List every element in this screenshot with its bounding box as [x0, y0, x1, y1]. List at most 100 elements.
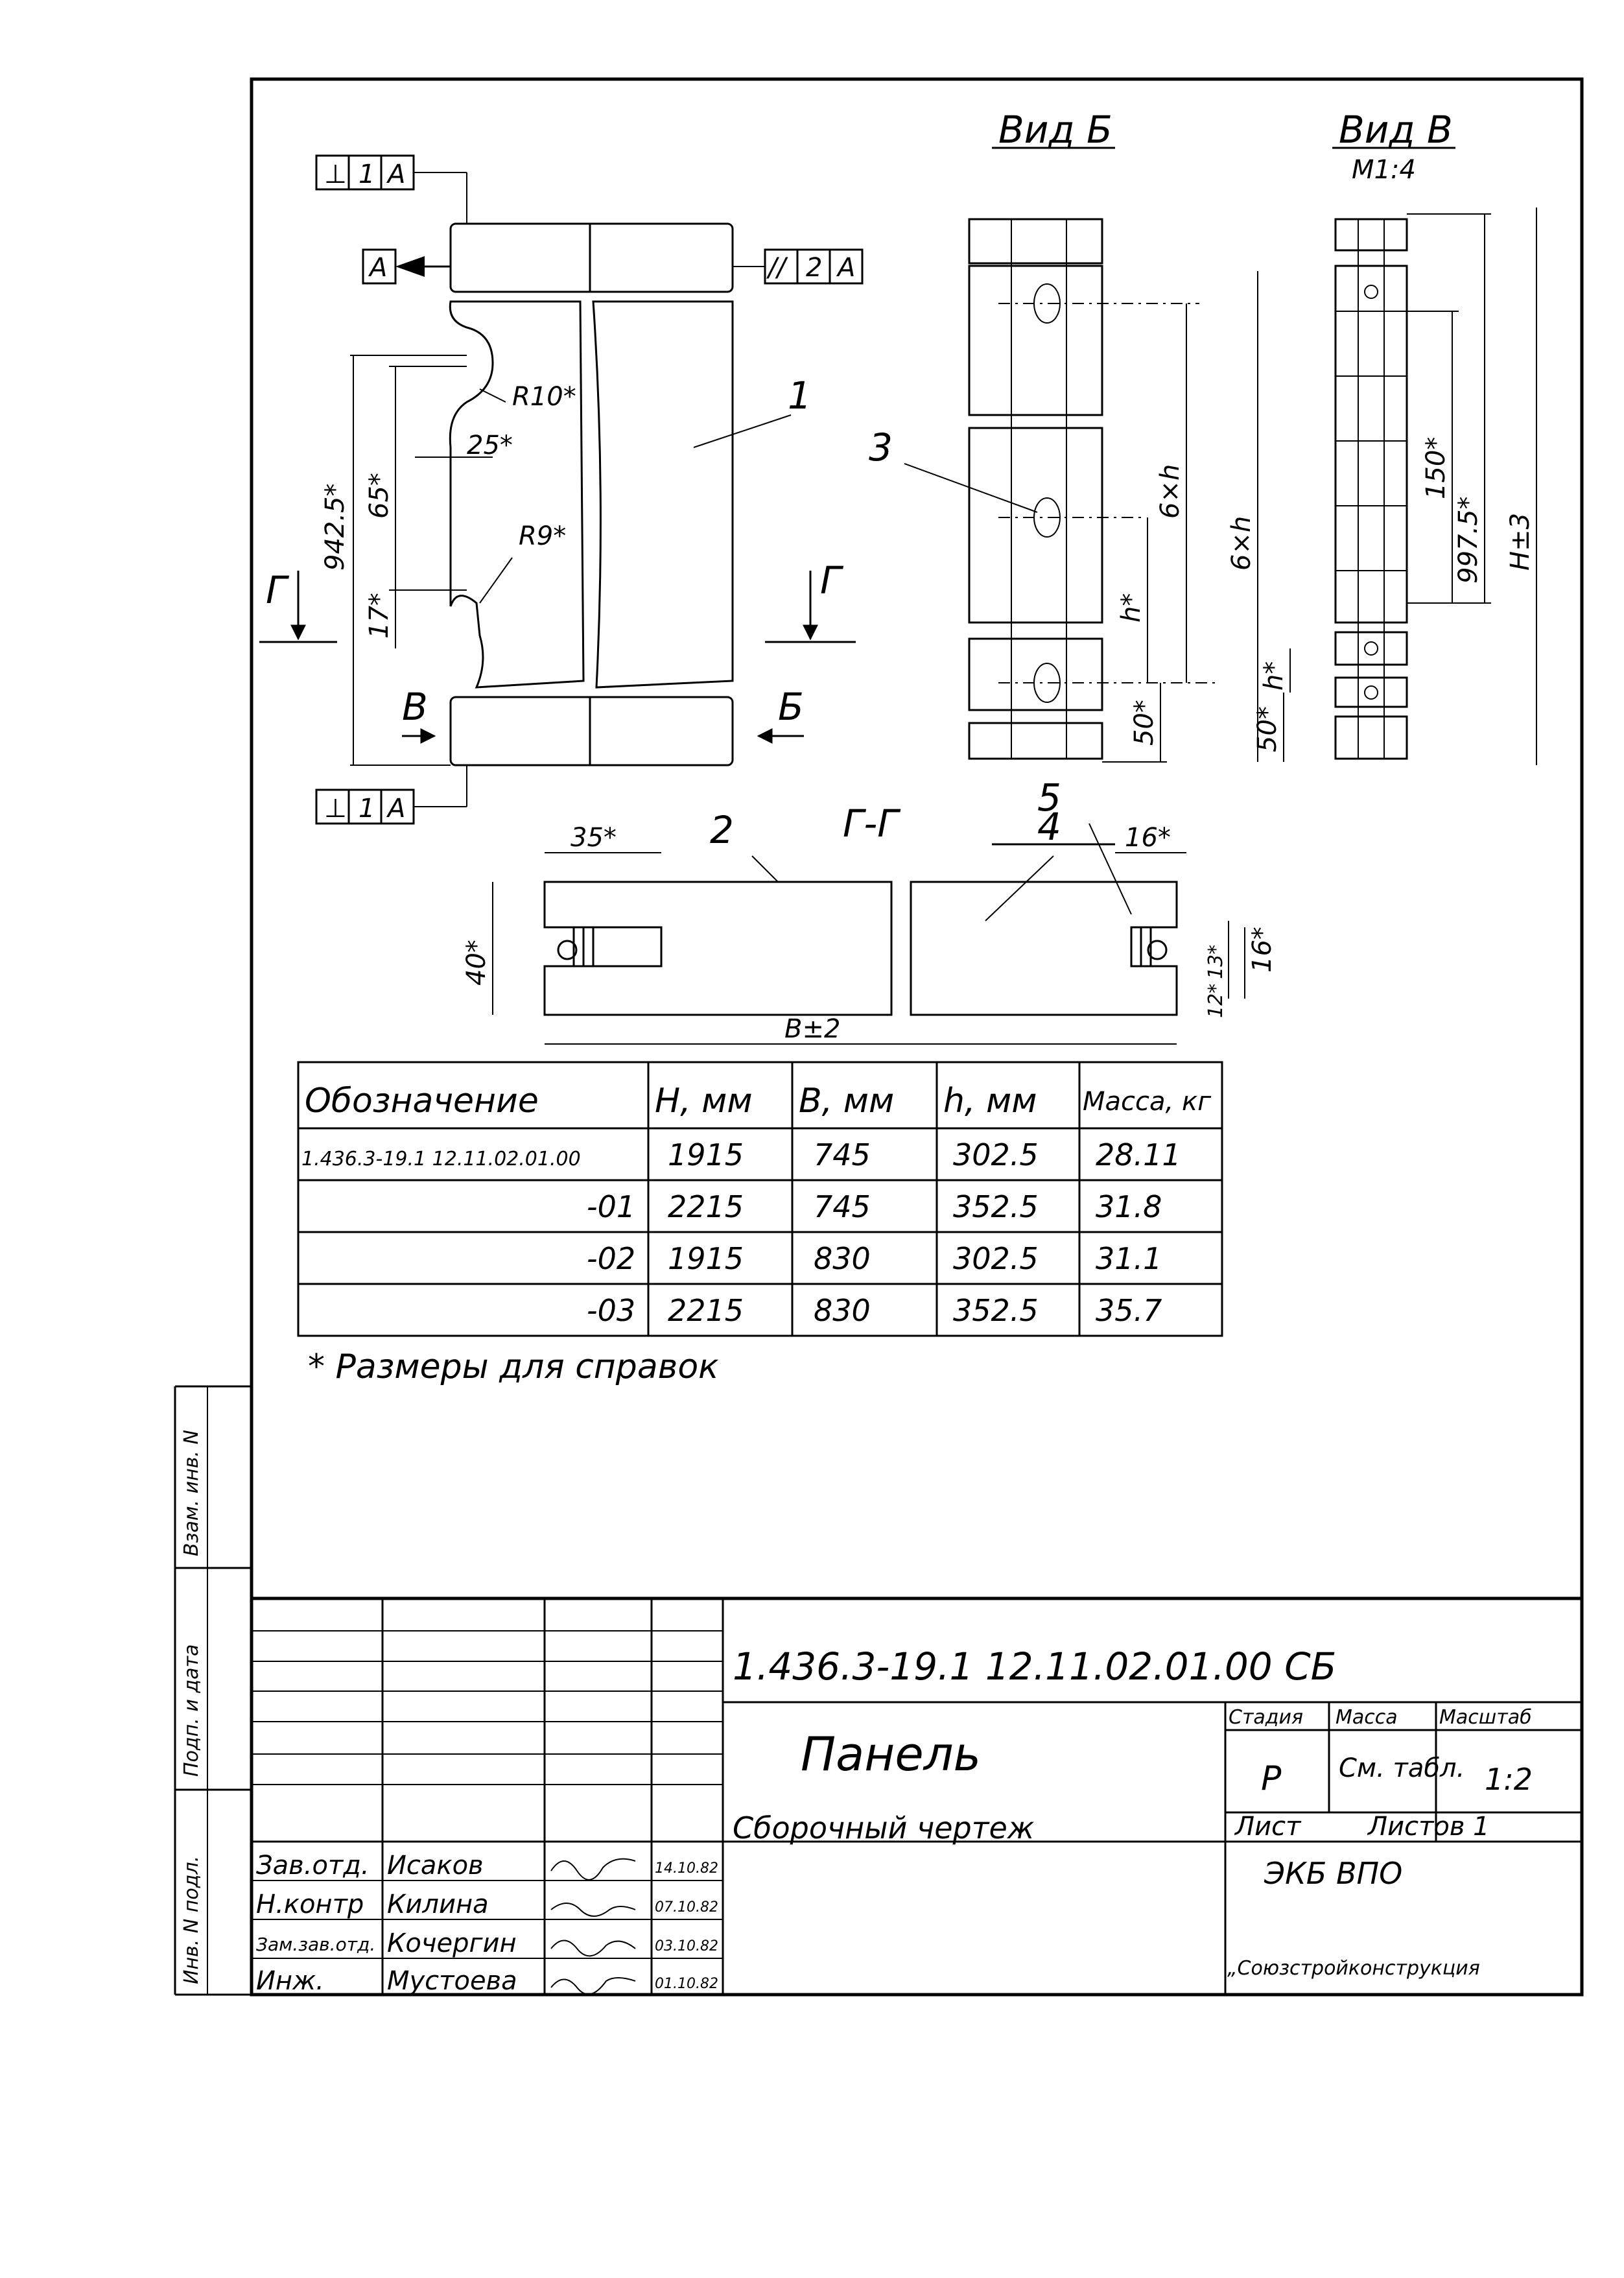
- view-v: [1257, 147, 1537, 765]
- table-cell: 2215: [668, 1293, 744, 1328]
- handwritten-signature: [550, 1977, 636, 1995]
- sec-dim-40: 40*: [462, 940, 491, 986]
- signature-date: 03.10.82: [655, 1938, 718, 1954]
- signature-name: Мустоева: [387, 1966, 517, 1996]
- label-g-right: Г: [820, 558, 844, 602]
- signature-role: Н.контр: [256, 1890, 364, 1919]
- main-view: [259, 222, 856, 766]
- tol-perp-top-symbol: ⊥: [324, 160, 347, 189]
- tol-perp-bottom-symbol: ⊥: [324, 794, 347, 824]
- signature-date: 07.10.82: [655, 1899, 718, 1916]
- handwritten-signature: [550, 1858, 636, 1881]
- title-block-grid: [252, 1596, 1582, 1995]
- document-code: 1.436.3-19.1 12.11.02.01.00 СБ: [733, 1644, 1336, 1689]
- handwritten-signature: [550, 1903, 636, 1917]
- vv-dim-50: 50*: [1253, 706, 1282, 752]
- section-view: [492, 823, 1245, 1045]
- sec-dim-16b: 16*: [1247, 927, 1277, 973]
- table-cell: 302.5: [953, 1137, 1039, 1172]
- table-header-b: B, мм: [799, 1082, 894, 1121]
- table-cell: 31.8: [1096, 1189, 1162, 1224]
- sec-dim-12: 12*: [1205, 984, 1227, 1018]
- table-cell: 1.436.3-19.1 12.11.02.01.00: [301, 1148, 581, 1170]
- table-cell: 745: [814, 1189, 871, 1224]
- table-cell: -01: [587, 1189, 635, 1224]
- table-cell: 2215: [668, 1189, 744, 1224]
- signature-role: Зам.зав.отд.: [256, 1934, 375, 1955]
- vv-dim-6h: 6×h: [1227, 516, 1256, 571]
- table-header-designation: Обозначение: [305, 1082, 539, 1121]
- vv-dim-H: H±3: [1505, 513, 1535, 571]
- table-cell: 352.5: [953, 1189, 1039, 1224]
- table-header-mass: Масса, кг: [1083, 1087, 1212, 1117]
- pos-4: 4: [1037, 805, 1061, 849]
- table-cell: 302.5: [953, 1241, 1039, 1276]
- signature-name: Кочергин: [387, 1928, 517, 1958]
- scale-value: 1:2: [1485, 1762, 1533, 1797]
- reference-note: * Размеры для справок: [308, 1347, 719, 1386]
- table-header-h-upper: H, мм: [655, 1082, 753, 1121]
- side-inv-orig: Инв. N подл.: [180, 1856, 203, 1984]
- panel-body: [449, 300, 585, 689]
- vv-dim-h: h*: [1259, 661, 1289, 691]
- mass-value: См. табл.: [1339, 1753, 1465, 1783]
- signature-date: 14.10.82: [655, 1860, 718, 1877]
- label-b-left: B: [402, 685, 428, 729]
- vb-dim-6h: 6×h: [1155, 464, 1185, 519]
- dim-65: 65*: [364, 473, 394, 519]
- org-name-2: „Союзстройконструкция: [1227, 1957, 1480, 1980]
- vb-dim-h: h*: [1116, 593, 1146, 623]
- sec-dim-13: 13*: [1205, 945, 1227, 979]
- table-cell: 745: [814, 1137, 871, 1172]
- pos-1: 1: [788, 374, 812, 418]
- tolerance-frames: [315, 154, 864, 825]
- table-cell: 830: [814, 1293, 871, 1328]
- view-v-scale: М1:4: [1352, 155, 1416, 185]
- table-cell: -03: [587, 1293, 635, 1328]
- side-inv-replace: Взам. инв. N: [180, 1430, 203, 1556]
- dim-17: 17*: [364, 593, 394, 639]
- dim-r10: R10*: [512, 382, 576, 412]
- signature-role: Зав.отд.: [256, 1851, 370, 1881]
- pos-2: 2: [710, 808, 734, 852]
- table-cell: 31.1: [1096, 1241, 1162, 1276]
- signature-name: Исаков: [387, 1851, 484, 1881]
- dim-9425: 942.5*: [320, 483, 350, 571]
- tol-parallel-value: 2: [806, 253, 822, 283]
- spec-table-grid: [297, 1061, 1223, 1337]
- mass-label: Масса: [1336, 1706, 1398, 1729]
- label-g-left: Г: [266, 568, 290, 612]
- table-cell: -02: [587, 1241, 635, 1276]
- tol-perp-top-datum: A: [386, 160, 405, 189]
- sheets-label: Листов 1: [1367, 1812, 1490, 1842]
- sheet-label: Лист: [1234, 1812, 1302, 1842]
- tol-perp-bottom-datum: A: [386, 794, 405, 824]
- vb-dim-50: 50*: [1129, 700, 1159, 746]
- frame-border: [250, 77, 1584, 1997]
- sec-dim-B: В±2: [784, 1014, 840, 1044]
- table-cell: 352.5: [953, 1293, 1039, 1328]
- stage-value: Р: [1261, 1759, 1282, 1798]
- section-title: Г-Г: [843, 801, 901, 846]
- tol-parallel-symbol: //: [766, 253, 788, 283]
- vv-dim-9975: 997.5*: [1453, 496, 1483, 584]
- panel-body-right: [592, 300, 734, 689]
- signature-name: Килина: [387, 1890, 489, 1919]
- dim-25: 25*: [467, 431, 513, 460]
- product-name: Панель: [801, 1727, 981, 1781]
- vv-dim-150: 150*: [1421, 437, 1451, 499]
- pos-3: 3: [869, 425, 893, 469]
- table-cell: 830: [814, 1241, 871, 1276]
- label-b-right: Б: [778, 685, 804, 729]
- table-header-h-lower: h, мм: [943, 1082, 1037, 1121]
- org-name-1: ЭКБ ВПО: [1264, 1856, 1402, 1891]
- sec-dim-16a: 16*: [1125, 823, 1171, 853]
- tol-perp-bottom-value: 1: [359, 794, 375, 824]
- signature-date: 01.10.82: [655, 1976, 718, 1992]
- bottom-block: [449, 696, 734, 766]
- tol-datum-label: A: [368, 253, 387, 283]
- pos-5: 5: [1037, 776, 1061, 820]
- signature-role: Инж.: [256, 1966, 324, 1996]
- tol-perp-top-value: 1: [359, 160, 375, 189]
